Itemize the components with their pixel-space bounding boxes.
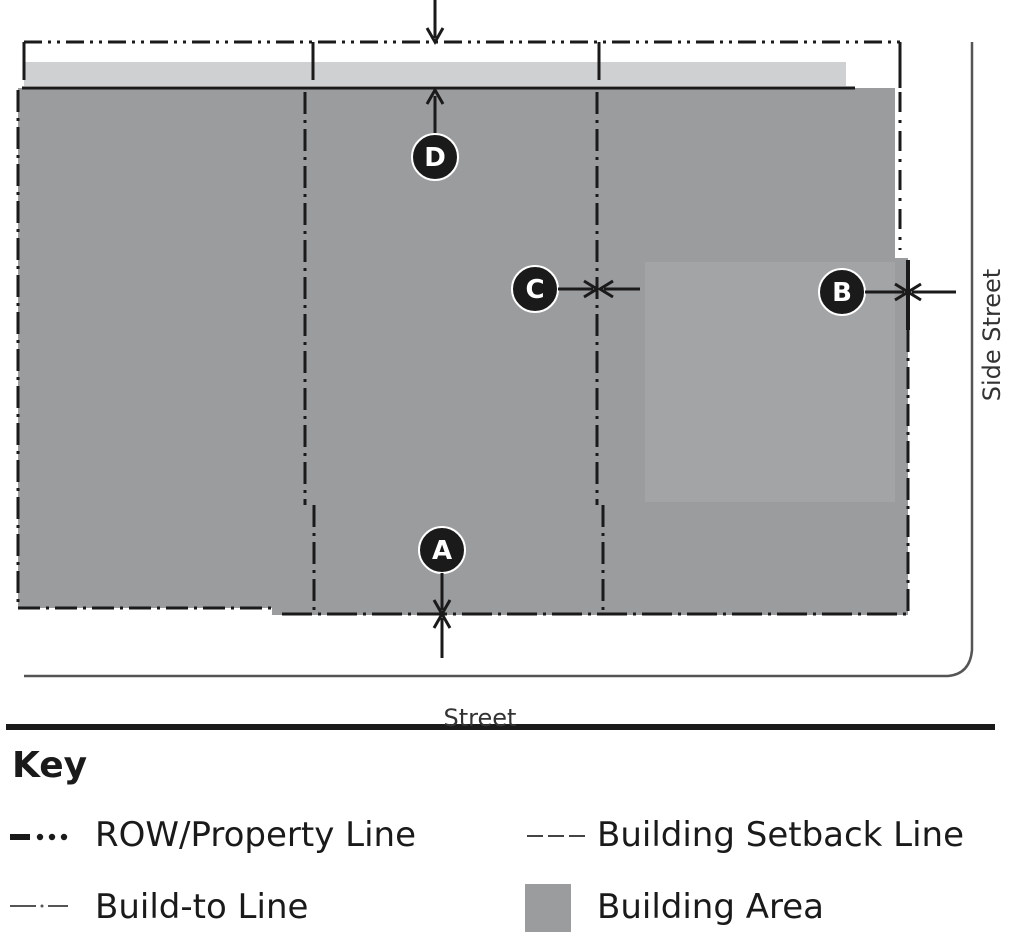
building-area-swatch <box>525 884 571 932</box>
b-arrow-right-head <box>905 282 922 302</box>
key-title: Key <box>12 745 88 786</box>
side-street-label: Side Street <box>978 269 1006 401</box>
property-line-corner <box>24 42 974 678</box>
key-building-setback-line: Building Setback Line <box>597 815 965 855</box>
build-to-line-symbol <box>10 904 68 908</box>
marker-c-label: C <box>525 275 544 305</box>
setback-strip <box>24 62 846 86</box>
marker-d <box>411 133 459 181</box>
key-row-property-line: ROW/Property Line <box>95 815 416 855</box>
c-arrow-left-head <box>583 279 600 299</box>
key-build-to-line: Build-to Line <box>95 887 309 927</box>
key-building-area: Building Area <box>597 887 824 927</box>
marker-d-label: D <box>424 143 446 173</box>
top-arrow-head <box>425 27 445 46</box>
row-property-line-symbol <box>10 833 68 841</box>
d-arrow-head <box>425 86 445 105</box>
marker-b-label: B <box>832 278 852 308</box>
street-label: Street <box>444 704 517 732</box>
marker-a-label: A <box>432 536 452 566</box>
a-arrow-up-head <box>432 610 452 629</box>
building-setback-line-symbol <box>527 835 589 837</box>
c-arrow-right-head <box>597 279 614 299</box>
